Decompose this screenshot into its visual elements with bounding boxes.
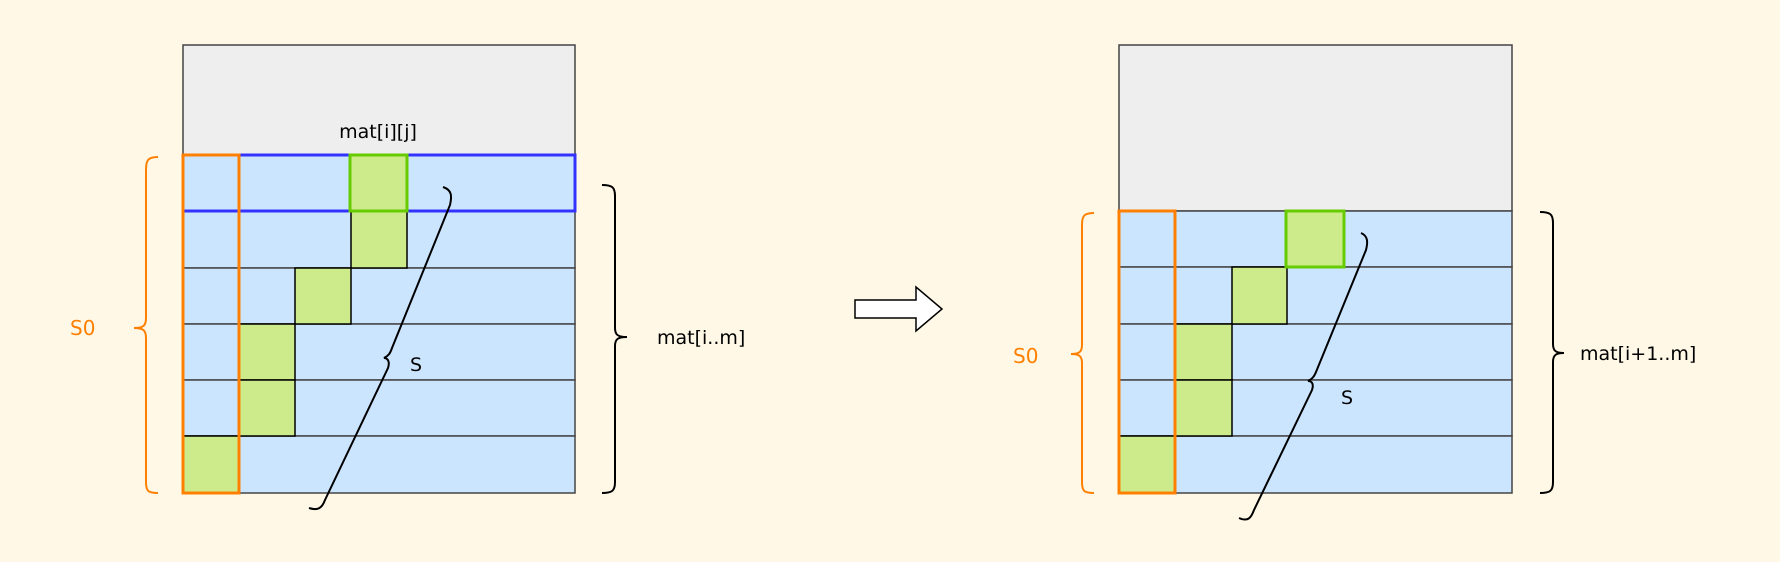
s0-label: S0: [70, 316, 95, 340]
path-cell: [182, 435, 240, 494]
range-label: mat[i+1..m]: [1580, 343, 1696, 365]
s-brace: [308, 186, 453, 511]
path-cell: [1174, 323, 1233, 381]
range-label: mat[i..m]: [657, 327, 745, 349]
path-cells: [1118, 266, 1288, 494]
s-brace: [1238, 232, 1369, 521]
path-cells: [182, 210, 408, 494]
matrix-row: [1118, 435, 1513, 494]
s0-column-highlight: [1117, 209, 1177, 495]
s0-column-highlight: [181, 153, 241, 495]
path-cell: [238, 323, 296, 381]
path-cell: [294, 267, 352, 325]
path-cell: [238, 379, 296, 437]
s0-label: S0: [1013, 344, 1038, 368]
path-cell: [1174, 379, 1233, 437]
right-matrix: S0 S mat[i+1..m]: [1013, 44, 1696, 521]
cell-label: mat[i][j]: [339, 121, 417, 143]
s0-brace: [133, 156, 159, 494]
matrix-row: [182, 267, 576, 325]
matrix-row: [1118, 266, 1513, 325]
s-label: S: [1341, 387, 1353, 409]
s-label: S: [410, 354, 422, 376]
unused-region: [1118, 44, 1513, 212]
matrix-row: [182, 435, 576, 494]
path-cell: [350, 210, 408, 269]
left-matrix: mat[i][j] S0 S mat[i..m]: [70, 44, 745, 511]
current-cell-highlight: [1284, 209, 1346, 269]
unused-region: [182, 44, 576, 156]
path-cell: [1231, 266, 1288, 325]
range-brace: [1539, 211, 1565, 494]
range-brace: [601, 184, 628, 494]
s0-brace: [1070, 212, 1095, 494]
current-cell-highlight: [348, 153, 409, 213]
path-cell: [1118, 435, 1176, 494]
transition-arrow-icon: [854, 285, 944, 333]
